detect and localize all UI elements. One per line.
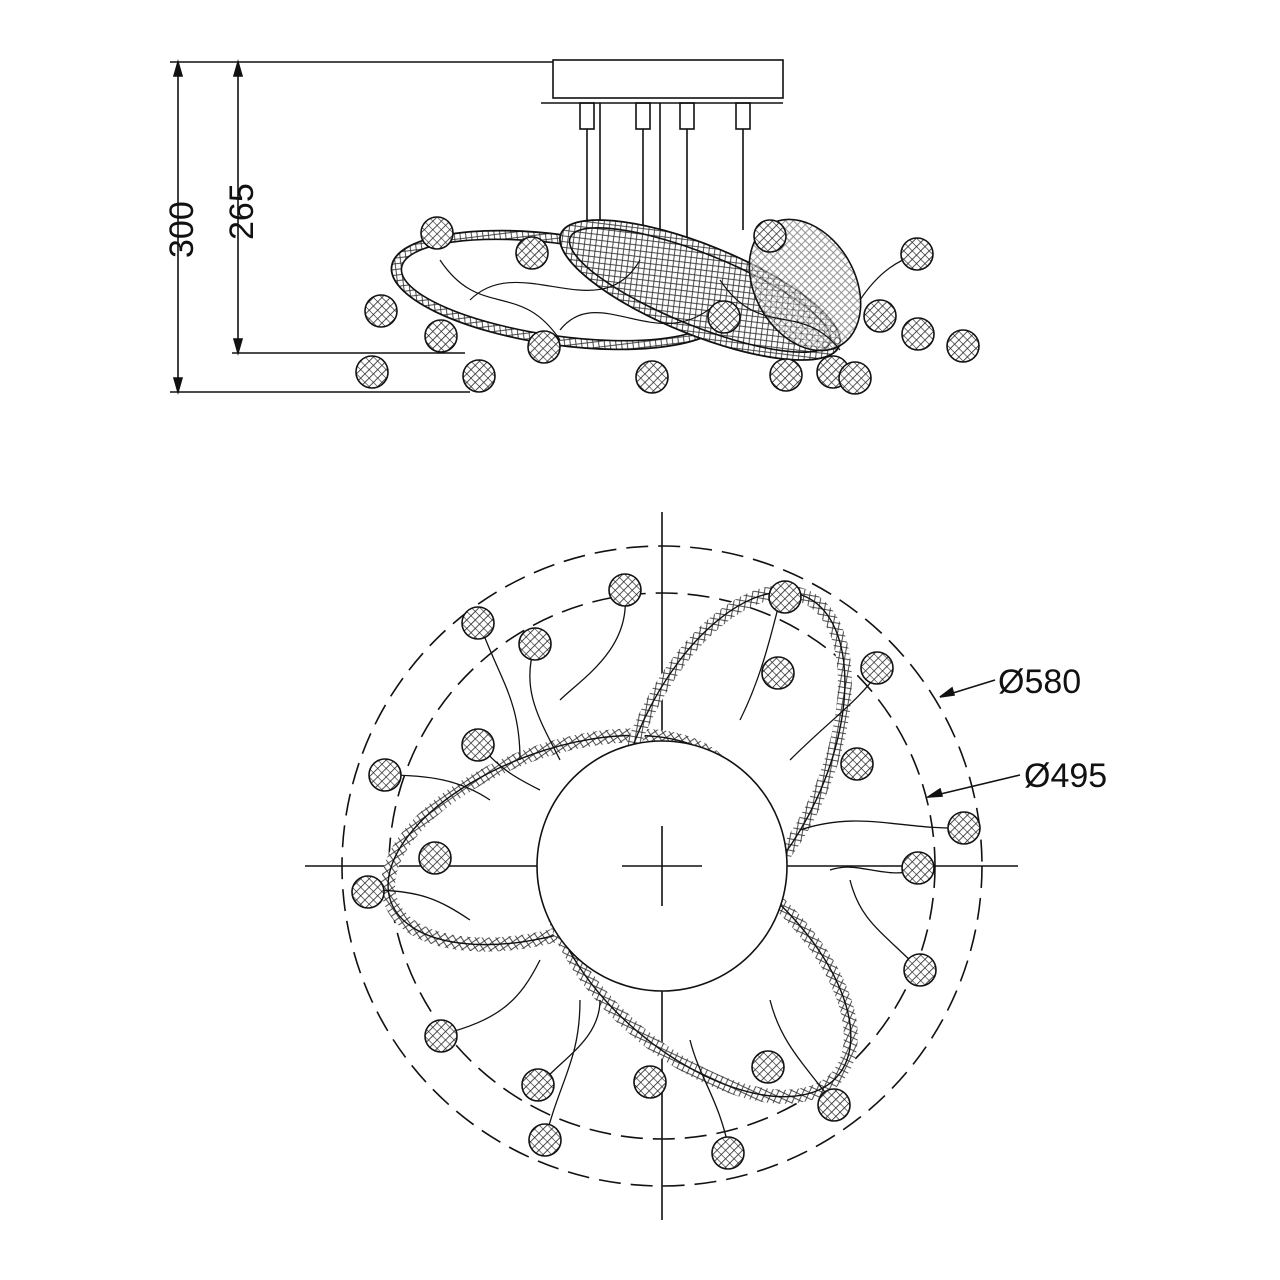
crystal-ball — [900, 237, 934, 271]
crystal-ball — [420, 216, 454, 250]
ceiling-canopy — [552, 59, 784, 99]
dimension-lines — [170, 59, 553, 395]
crystal-ball — [707, 300, 741, 334]
crystal-ball — [838, 361, 872, 395]
crystal-ball — [527, 330, 561, 364]
dimension-leaders — [925, 679, 1021, 799]
crystal-ball — [633, 1065, 667, 1099]
crystal-ball — [608, 573, 642, 607]
crystal-ball — [462, 359, 496, 393]
crystal-ball — [461, 728, 495, 762]
top-view-crystal-balls — [351, 573, 981, 1170]
crystal-ball — [761, 656, 795, 690]
crystal-ball — [368, 758, 402, 792]
crystal-ball — [768, 580, 802, 614]
crystal-ball — [769, 358, 803, 392]
crystal-ball — [351, 875, 385, 909]
crystal-ball — [947, 811, 981, 845]
crystal-ball — [860, 651, 894, 685]
crystal-ball — [424, 319, 458, 353]
crystal-ball — [751, 1050, 785, 1084]
crystal-ball — [901, 317, 935, 351]
total-height-label: 300 — [163, 201, 201, 258]
crystal-ball — [461, 606, 495, 640]
side-rings — [390, 218, 916, 361]
crystal-ball — [635, 360, 669, 394]
top-view: Ø580 Ø495 — [305, 512, 1107, 1220]
crystal-ball — [711, 1136, 745, 1170]
center-mark — [622, 826, 702, 906]
side-view: 300 265 — [163, 59, 980, 395]
crystal-ball — [528, 1123, 562, 1157]
crystal-ball — [518, 627, 552, 661]
side-view-crystal-balls — [355, 216, 980, 395]
body-height-label: 265 — [223, 183, 261, 240]
crystal-ball — [424, 1019, 458, 1053]
branch-wires — [369, 594, 966, 1156]
outer-diameter-label: Ø580 — [998, 663, 1081, 701]
crystal-ball — [753, 219, 787, 253]
crystal-ball — [901, 851, 935, 885]
crystal-ball — [840, 747, 874, 781]
crystal-ball — [515, 236, 549, 270]
crystal-ball — [355, 355, 389, 389]
crystal-ball — [903, 953, 937, 987]
crystal-ball — [521, 1068, 555, 1102]
crystal-ball — [863, 299, 897, 333]
suspension-rods — [579, 102, 751, 270]
crystal-ball — [418, 841, 452, 875]
inner-diameter-label: Ø495 — [1024, 757, 1107, 795]
crystal-ball — [364, 294, 398, 328]
crystal-ball — [946, 329, 980, 363]
crystal-ball — [817, 1088, 851, 1122]
